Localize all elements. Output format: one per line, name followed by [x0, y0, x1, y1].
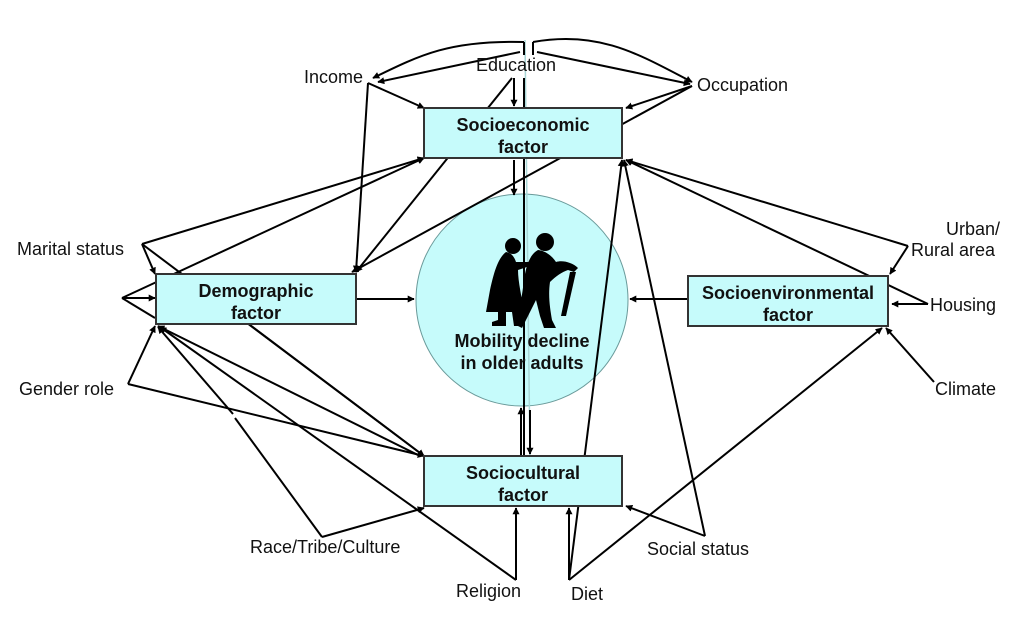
edge-sociocultural-demographic: [157, 325, 421, 457]
edge-social-sociocultural: [625, 504, 706, 537]
socioeconomic-factor-box: Socioeconomic factor: [423, 107, 623, 159]
edge-education-income: [372, 40, 525, 79]
socioenvironmental-label-1: Socioenvironmental: [702, 283, 874, 303]
node-social-status: Social status: [647, 539, 749, 559]
socioeconomic-label-2: factor: [498, 137, 548, 157]
edge-education-tick: [523, 42, 534, 55]
node-race-tribe-culture: Race/Tribe/Culture: [250, 537, 400, 557]
edge-race-demographic-2: [157, 326, 234, 415]
edge-demographic-sociocultural: [249, 324, 425, 457]
edge-education-income-2: [377, 51, 521, 85]
edge-social-socioeconomic: [621, 159, 706, 537]
node-climate: Climate: [935, 379, 996, 399]
edge-climate-socioenvironmental: [885, 327, 935, 383]
socioenvironmental-label-2: factor: [763, 305, 813, 325]
edge-urban-socioenvironmental: [889, 245, 909, 275]
edge-left-demographic-lower: [121, 297, 156, 319]
node-marital-status: Marital status: [17, 239, 124, 259]
socioeconomic-label-1: Socioeconomic: [456, 115, 589, 135]
edge-religion-demographic: [159, 326, 517, 581]
edge-race-demographic: [234, 417, 323, 538]
sociocultural-label-2: factor: [498, 485, 548, 505]
edge-urban-socioeconomic: [625, 158, 909, 247]
edge-diet-socioenvironmental: [568, 327, 883, 581]
node-urban-line2: Rural area: [911, 240, 996, 260]
node-religion: Religion: [456, 581, 521, 601]
sociocultural-label-1: Sociocultural: [466, 463, 580, 483]
edge-education-occupation: [532, 38, 693, 83]
sociocultural-factor-box: Sociocultural factor: [423, 455, 623, 507]
edge-education-occupation-2: [536, 51, 691, 87]
demographic-label-2: factor: [231, 303, 281, 323]
node-income: Income: [304, 67, 363, 87]
socioenvironmental-factor-box: Socioenvironmental factor: [687, 275, 889, 327]
elderly-couple-walking-icon: [486, 233, 578, 328]
demographic-label-1: Demographic: [198, 281, 313, 301]
demographic-factor-box: Demographic factor: [155, 273, 357, 325]
center-label-line1: Mobility decline: [454, 331, 589, 351]
edge-marital-socioeconomic: [141, 156, 425, 245]
node-diet: Diet: [571, 584, 603, 604]
node-occupation: Occupation: [697, 75, 788, 95]
center-label-line2: in older adults: [460, 353, 583, 373]
edge-diet-socioeconomic: [568, 159, 625, 581]
edge-gender-demographic: [127, 325, 156, 385]
node-urban-line1: Urban/: [946, 219, 1000, 239]
edge-race-sociocultural: [321, 506, 425, 538]
edge-marital-demographic: [141, 243, 156, 275]
edge-occupation-socioeconomic: [625, 85, 693, 110]
node-gender-role: Gender role: [19, 379, 114, 399]
edge-occupation-demographic: [351, 85, 693, 273]
edge-income-socioeconomic: [367, 82, 425, 109]
node-housing: Housing: [930, 295, 996, 315]
node-education: Education: [476, 55, 556, 75]
edge-gender-sociocultural: [127, 383, 425, 458]
